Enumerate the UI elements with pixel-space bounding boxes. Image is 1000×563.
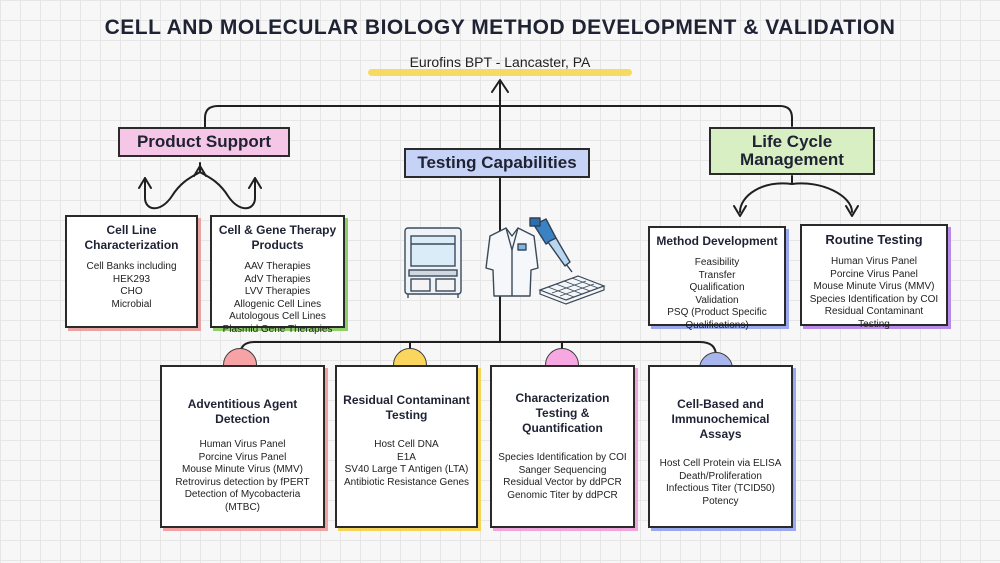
list-item: CHO xyxy=(120,286,143,297)
page-title: CELL AND MOLECULAR BIOLOGY METHOD DEVELO… xyxy=(104,16,896,39)
list-item: Human Virus Panel xyxy=(199,439,286,450)
method-development-title: Method Development xyxy=(656,234,778,248)
list-item: Residual Vector by ddPCR xyxy=(503,477,622,488)
list-item: HEK293 xyxy=(112,273,151,285)
list-item: Transfer xyxy=(698,269,736,281)
pipette-icon xyxy=(529,217,573,273)
list-item: LVV Therapies xyxy=(244,286,311,297)
list-item: Qualifications) xyxy=(685,319,749,331)
list-item: Feasibility xyxy=(694,257,740,268)
method-development-box: Method Development Feasibility Transfer … xyxy=(648,226,786,331)
routine-testing-title: Routine Testing xyxy=(825,232,923,247)
residual-contaminant-title: Residual Contaminant Testing xyxy=(343,393,470,422)
list-item: Microbial xyxy=(111,298,152,310)
characterization-testing-title: Characterization Testing & Quantificatio… xyxy=(515,391,610,435)
list-item: Qualification xyxy=(689,282,745,293)
list-item: Human Virus Panel xyxy=(831,256,917,268)
well-plate-icon xyxy=(538,275,606,305)
life-cycle-label: Life Cycle Management xyxy=(740,132,844,169)
life-cycle-header: Life Cycle Management xyxy=(709,127,875,175)
list-item: Cell Banks including xyxy=(86,261,177,272)
list-item: Death/Proliferation xyxy=(679,470,762,482)
product-support-label: Product Support xyxy=(136,132,272,152)
routine-testing-box: Routine Testing Human Virus Panel Porcin… xyxy=(800,224,948,330)
subtitle-highlight xyxy=(368,69,632,76)
list-item: Residual Contaminant Testing xyxy=(824,306,924,330)
cell-line-title: Cell Line Characterization xyxy=(84,223,179,252)
list-item: Species Identification by COI xyxy=(809,293,939,305)
list-item: Retrovirus detection by fPERT xyxy=(175,476,310,488)
list-item: AAV Therapies xyxy=(244,261,311,272)
list-item: Autologous Cell Lines xyxy=(229,311,326,322)
list-item: Validation xyxy=(695,294,739,306)
list-item: Host Cell DNA xyxy=(374,439,439,450)
list-item: Detection of Mycobacteria (MTBC) xyxy=(184,489,301,513)
list-item: E1A xyxy=(397,451,416,463)
list-item: Potency xyxy=(702,495,739,507)
adventitious-agent-title: Adventitious Agent Detection xyxy=(187,397,298,426)
list-item: PSQ (Product Specific xyxy=(667,307,767,318)
list-item: Genomic Titer by ddPCR xyxy=(507,489,618,501)
list-item: Mouse Minute Virus (MMV) xyxy=(182,464,303,475)
list-item: AdV Therapies xyxy=(244,273,311,285)
cgt-box: Cell & Gene Therapy Products AAV Therapi… xyxy=(210,215,345,335)
subtitle-container: Eurofins BPT - Lancaster, PA xyxy=(360,52,640,78)
list-item: Antibiotic Resistance Genes xyxy=(343,476,470,488)
list-item: Porcine Virus Panel xyxy=(830,268,918,280)
list-item: Infectious Titer (TCID50) xyxy=(666,483,775,494)
cell-based-assays-title: Cell-Based and Immunochemical Assays xyxy=(671,397,770,441)
list-item: Allogenic Cell Lines xyxy=(233,298,322,310)
subtitle: Eurofins BPT - Lancaster, PA xyxy=(409,54,591,70)
residual-contaminant-box: Residual Contaminant Testing Host Cell D… xyxy=(335,365,478,528)
product-support-header: Product Support xyxy=(118,127,290,157)
list-item: Plasmid Gene Therapies xyxy=(222,323,333,335)
list-item: Host Cell Protein via ELISA xyxy=(659,458,782,469)
cell-line-box: Cell Line Characterization Cell Banks in… xyxy=(65,215,198,328)
fume-hood-icon xyxy=(404,227,462,298)
list-item: Species Identification by COI xyxy=(498,452,627,463)
testing-capabilities-header: Testing Capabilities xyxy=(404,148,590,178)
list-item: Mouse Minute Virus (MMV) xyxy=(813,281,935,293)
characterization-testing-box: Characterization Testing & Quantificatio… xyxy=(490,365,635,528)
adventitious-agent-box: Adventitious Agent Detection Human Virus… xyxy=(160,365,325,528)
cell-based-assays-box: Cell-Based and Immunochemical Assays Hos… xyxy=(648,365,793,528)
cgt-title: Cell & Gene Therapy Products xyxy=(218,223,337,252)
lab-coat-icon xyxy=(485,227,539,297)
list-item: Porcine Virus Panel xyxy=(198,451,287,463)
testing-capabilities-label: Testing Capabilities xyxy=(417,153,577,173)
list-item: SV40 Large T Antigen (LTA) xyxy=(344,464,469,475)
list-item: Sanger Sequencing xyxy=(518,464,607,476)
